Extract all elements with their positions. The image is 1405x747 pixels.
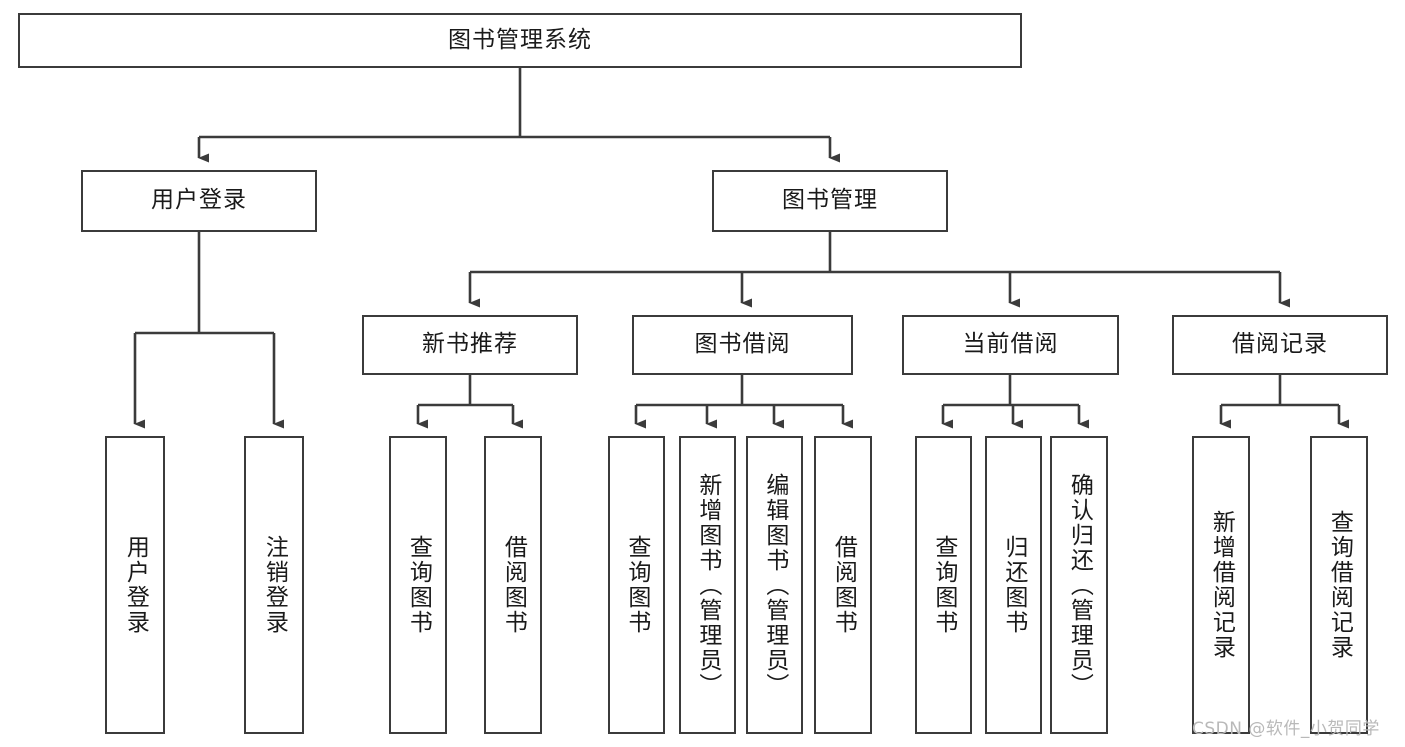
edges-userlogin-to-leaves — [133, 232, 284, 429]
leaf-node[interactable]: 查询图书 — [915, 436, 972, 734]
leaf-node-label: 查询图书 — [623, 535, 650, 635]
edges-bookmgmt-to-level3 — [468, 232, 1290, 308]
leaf-node[interactable]: 借阅图书 — [484, 436, 542, 734]
node-new-book-recommend-label: 新书推荐 — [422, 331, 518, 358]
edges-current-to-leaves — [941, 375, 1089, 429]
leaf-node-label: 编辑图书（管理员） — [761, 472, 788, 698]
node-new-book-recommend[interactable]: 新书推荐 — [362, 315, 578, 375]
leaf-node[interactable]: 查询图书 — [608, 436, 665, 734]
node-current-borrow-label: 当前借阅 — [962, 331, 1059, 358]
node-book-borrow[interactable]: 图书借阅 — [632, 315, 853, 375]
leaf-node-label: 借阅图书 — [830, 535, 857, 635]
leaf-node[interactable]: 归还图书 — [985, 436, 1042, 734]
leaf-node-label: 新增图书（管理员） — [694, 472, 721, 698]
edges-newbook-to-leaves — [416, 375, 523, 429]
leaf-node[interactable]: 新增借阅记录 — [1192, 436, 1250, 734]
csdn-watermark: CSDN @软件_小贺同学 — [1192, 719, 1380, 739]
leaf-node[interactable]: 确认归还（管理员） — [1050, 436, 1108, 734]
edges-records-to-leaves — [1219, 375, 1349, 429]
leaf-node-label: 确认归还（管理员） — [1066, 472, 1093, 698]
node-book-management-label: 图书管理 — [782, 187, 878, 214]
leaf-node[interactable]: 用户登录 — [105, 436, 165, 734]
leaf-node-label: 查询图书 — [405, 535, 432, 635]
node-root-label: 图书管理系统 — [448, 26, 592, 53]
leaf-node-label: 归还图书 — [1000, 535, 1027, 635]
node-book-management[interactable]: 图书管理 — [712, 170, 948, 232]
leaf-node[interactable]: 新增图书（管理员） — [679, 436, 736, 734]
node-root-system[interactable]: 图书管理系统 — [18, 13, 1022, 68]
edges-borrow-to-leaves — [634, 375, 853, 429]
node-borrow-records-label: 借阅记录 — [1232, 331, 1328, 358]
leaf-node-label: 查询图书 — [930, 535, 957, 635]
leaf-node[interactable]: 查询借阅记录 — [1310, 436, 1368, 734]
node-user-login-label: 用户登录 — [151, 187, 247, 214]
node-borrow-records[interactable]: 借阅记录 — [1172, 315, 1388, 375]
leaf-node[interactable]: 查询图书 — [389, 436, 447, 734]
leaf-node[interactable]: 借阅图书 — [814, 436, 872, 734]
node-current-borrow[interactable]: 当前借阅 — [902, 315, 1119, 375]
node-user-login[interactable]: 用户登录 — [81, 170, 317, 232]
leaf-node-label: 查询借阅记录 — [1326, 510, 1353, 660]
leaf-node[interactable]: 编辑图书（管理员） — [746, 436, 803, 734]
leaf-node-label: 注销登录 — [261, 535, 288, 635]
leaf-node-label: 借阅图书 — [500, 535, 527, 635]
leaf-node-label: 新增借阅记录 — [1208, 510, 1235, 660]
leaf-node[interactable]: 注销登录 — [244, 436, 304, 734]
leaf-node-label: 用户登录 — [122, 535, 149, 635]
node-book-borrow-label: 图书借阅 — [694, 331, 791, 358]
edges-root-to-level2 — [197, 68, 840, 163]
